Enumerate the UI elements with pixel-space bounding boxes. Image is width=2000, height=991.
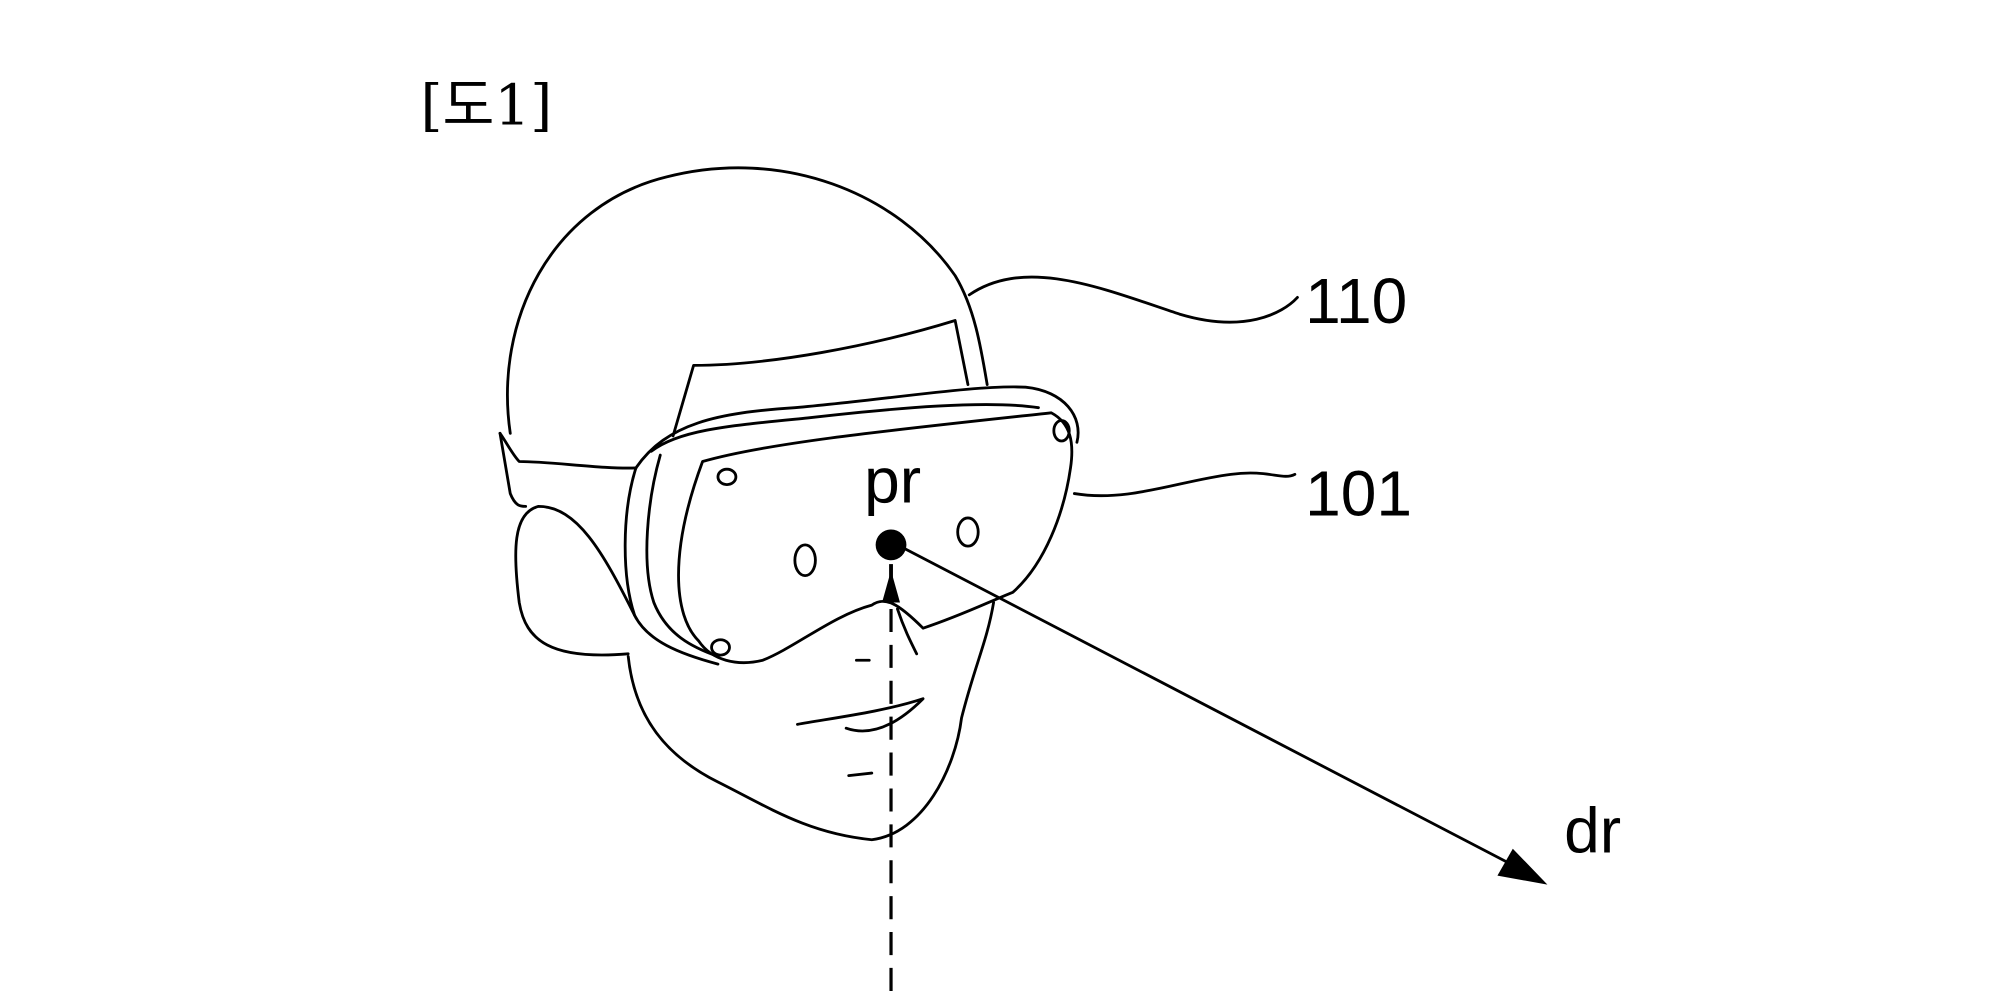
label-101: 101 — [1305, 457, 1412, 529]
label-110: 110 — [1305, 265, 1407, 337]
label-dr: dr — [1564, 795, 1621, 867]
direction-line — [896, 543, 1527, 874]
figure-title: [도1] — [421, 73, 553, 138]
reference-point-marker — [875, 529, 907, 561]
leader-line-110 — [967, 275, 1299, 324]
head-drawing — [498, 166, 1080, 842]
direction-arrow-head-icon — [1497, 848, 1548, 885]
label-pr: pr — [864, 445, 921, 517]
leader-line-101 — [1072, 471, 1297, 498]
